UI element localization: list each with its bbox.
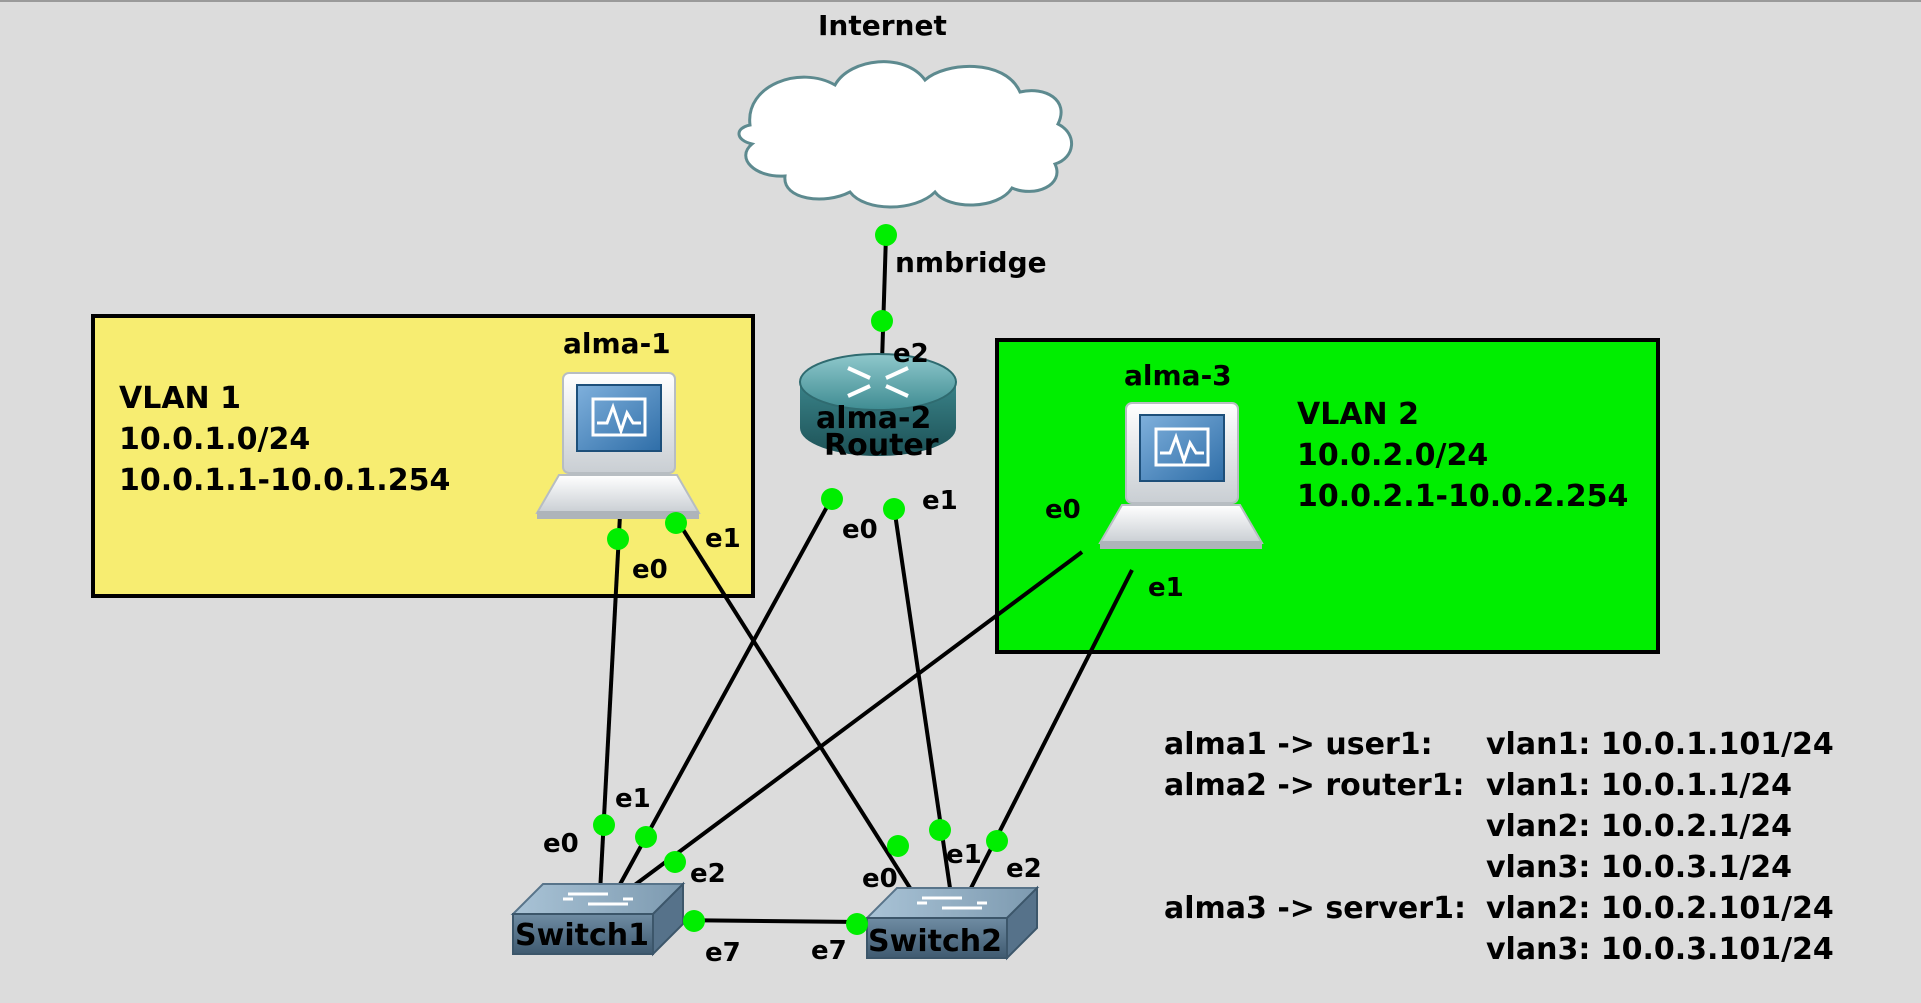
alma2-router-icon[interactable] (799, 353, 957, 456)
switch1-port-e7: e7 (705, 938, 741, 968)
notes-host: alma1 -> user1: (1164, 727, 1433, 762)
vlan2-subnet: 10.0.2.0/24 (1297, 438, 1489, 473)
notes-ip: vlan1: 10.0.1.1/24 (1486, 768, 1793, 803)
notes-ip: vlan2: 10.0.2.101/24 (1486, 891, 1834, 926)
port-dot-switch1-e7[interactable] (683, 910, 705, 932)
port-dot-switch2-e1[interactable] (929, 819, 951, 841)
link-alma2-switch1[interactable] (616, 493, 836, 889)
port-dot-switch2-e7[interactable] (846, 913, 868, 935)
vlan2-zone[interactable]: VLAN 2 10.0.2.0/24 10.0.2.1-10.0.2.254 (995, 338, 1660, 654)
vlan1-zone[interactable]: VLAN 1 10.0.1.0/24 10.0.1.1-10.0.1.254 (91, 314, 755, 598)
port-dot-alma2-e2[interactable] (871, 310, 893, 332)
port-dot-alma2-e0[interactable] (821, 488, 843, 510)
vlan1-title: VLAN 1 (119, 381, 241, 416)
nmbridge-port-label: nmbridge (895, 246, 1047, 279)
notes-ip: vlan2: 10.0.2.1/24 (1486, 809, 1793, 844)
alma2-port-e2: e2 (893, 339, 929, 369)
alma3-port-e0: e0 (1045, 495, 1081, 525)
alma1-computer-icon[interactable] (535, 372, 701, 519)
vlan1-subnet: 10.0.1.0/24 (119, 422, 311, 457)
notes-host: alma2 -> router1: (1164, 768, 1465, 803)
alma3-port-e1: e1 (1148, 573, 1184, 603)
alma2-port-e1: e1 (922, 486, 958, 516)
switch1-label: Switch1 (515, 918, 649, 953)
alma3-computer-icon[interactable] (1098, 402, 1264, 549)
top-border (0, 0, 1921, 2)
alma1-port-e0: e0 (632, 555, 668, 585)
port-dot-alma1-e0[interactable] (607, 528, 629, 550)
link-alma1-switch2[interactable] (675, 518, 912, 890)
alma3-label: alma-3 (1124, 359, 1232, 392)
switch1-port-e2: e2 (690, 859, 726, 889)
switch1-port-e0: e0 (543, 829, 579, 859)
alma2-label: alma-2 (816, 401, 932, 436)
notes-ip: vlan3: 10.0.3.101/24 (1486, 932, 1834, 967)
switch2-port-e7: e7 (811, 936, 847, 966)
port-dot-switch2-e2[interactable] (986, 830, 1008, 852)
link-internet-alma2[interactable] (880, 234, 888, 363)
port-dot-internet-nmbridge[interactable] (875, 224, 897, 246)
switch2-switch-icon[interactable] (864, 885, 1040, 961)
port-dot-alma1-e1[interactable] (665, 512, 687, 534)
switch2-port-e2: e2 (1006, 854, 1042, 884)
switch2-port-e0: e0 (862, 864, 898, 894)
port-dot-switch2-e0[interactable] (887, 835, 909, 857)
vlan1-range: 10.0.1.1-10.0.1.254 (119, 463, 451, 498)
alma1-port-e1: e1 (705, 524, 741, 554)
switch2-port-e1: e1 (946, 840, 982, 870)
notes-ip: vlan3: 10.0.3.1/24 (1486, 850, 1793, 885)
notes-ip: vlan1: 10.0.1.101/24 (1486, 727, 1834, 762)
switch1-port-e1: e1 (615, 784, 651, 814)
links (598, 234, 1134, 924)
router-label: Router (824, 428, 939, 463)
cloud-icon[interactable] (737, 60, 1074, 209)
notes-host: alma3 -> server1: (1164, 891, 1466, 926)
port-dot-switch1-e1[interactable] (635, 826, 657, 848)
alma1-label: alma-1 (563, 327, 671, 360)
internet-label: Internet (818, 9, 947, 42)
port-dot-switch1-e2[interactable] (664, 851, 686, 873)
vlan2-range: 10.0.2.1-10.0.2.254 (1297, 479, 1629, 514)
port-dot-switch1-e0[interactable] (593, 814, 615, 836)
vlan2-title: VLAN 2 (1297, 397, 1419, 432)
port-dot-alma2-e1[interactable] (883, 498, 905, 520)
link-alma1-switch1[interactable] (598, 514, 622, 894)
switch2-label: Switch2 (868, 924, 1002, 959)
switch1-switch-icon[interactable] (510, 881, 686, 957)
link-alma3-switch1[interactable] (626, 550, 1084, 892)
port-dots (593, 224, 1008, 935)
alma2-port-e0: e0 (842, 515, 878, 545)
